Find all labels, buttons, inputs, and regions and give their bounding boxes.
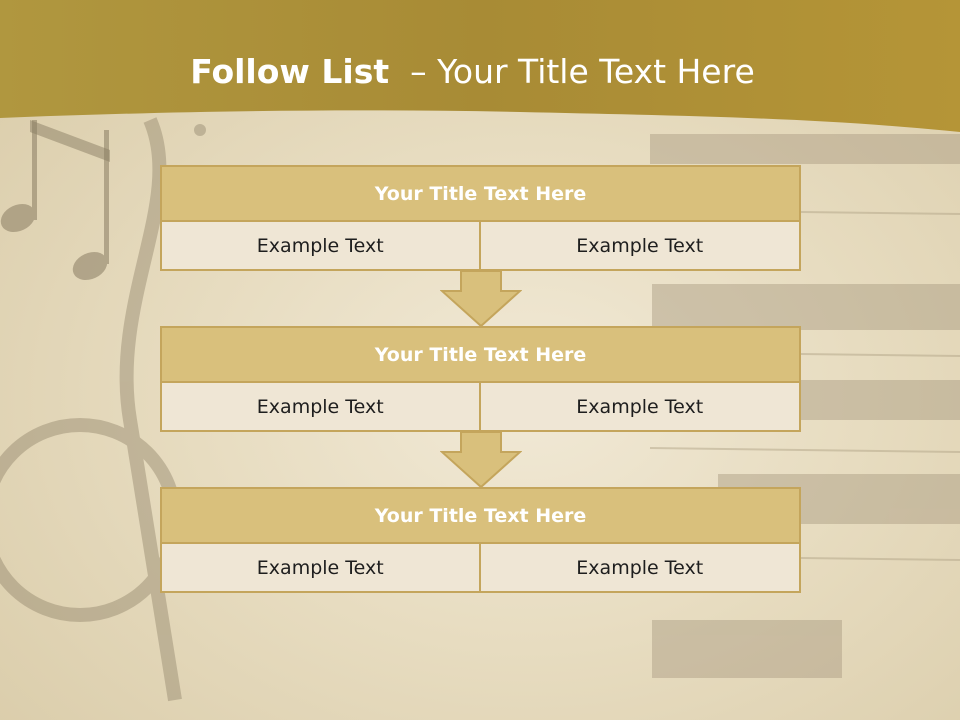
- step-cell-left: Example Text: [160, 222, 481, 271]
- step-header: Your Title Text Here: [160, 165, 801, 222]
- step-cell-left: Example Text: [160, 544, 481, 593]
- slide-title: Follow List – Your Title Text Here: [0, 52, 945, 91]
- step-cell-right: Example Text: [480, 383, 801, 432]
- title-bold-part: Follow List: [190, 52, 390, 91]
- step-block-1: Your Title Text Here Example Text Exampl…: [160, 165, 801, 271]
- step-block-3: Your Title Text Here Example Text Exampl…: [160, 487, 801, 593]
- step-row: Example Text Example Text: [160, 222, 801, 271]
- step-header: Your Title Text Here: [160, 487, 801, 544]
- title-subtitle-part: – Your Title Text Here: [410, 52, 755, 91]
- down-arrow-icon: [440, 270, 522, 328]
- step-row: Example Text Example Text: [160, 544, 801, 593]
- title-banner: [0, 0, 960, 132]
- step-block-2: Your Title Text Here Example Text Exampl…: [160, 326, 801, 432]
- step-cell-right: Example Text: [480, 222, 801, 271]
- step-cell-right: Example Text: [480, 544, 801, 593]
- step-header: Your Title Text Here: [160, 326, 801, 383]
- step-row: Example Text Example Text: [160, 383, 801, 432]
- step-cell-left: Example Text: [160, 383, 481, 432]
- down-arrow-icon: [440, 431, 522, 489]
